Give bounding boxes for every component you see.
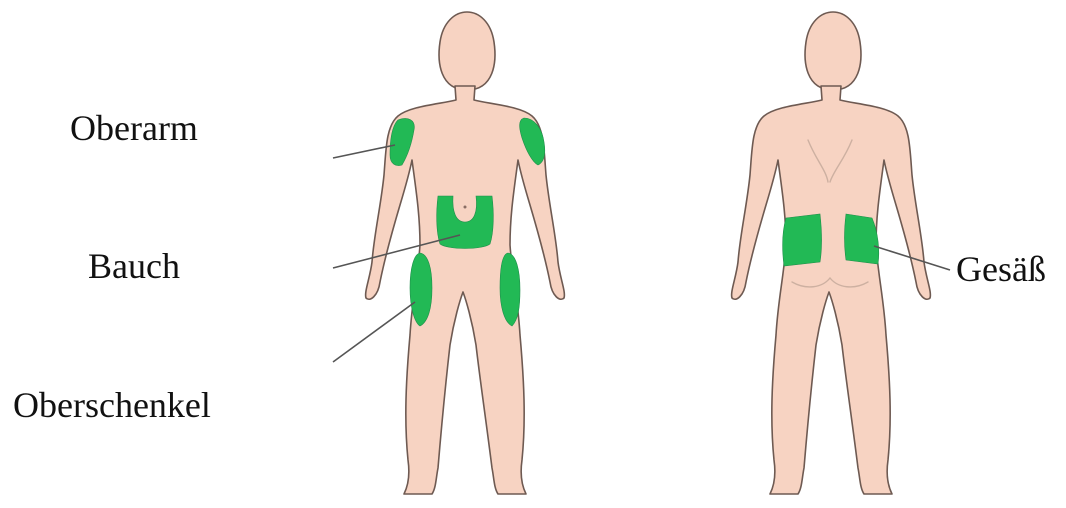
label-abdomen: Bauch [88,246,180,286]
back-figure [732,12,931,494]
front-body-silhouette [439,12,495,90]
label-thigh: Oberschenkel [13,385,211,425]
back-zone-left-buttock [783,214,822,266]
leader-thigh [333,302,415,362]
label-upper-arm: Oberarm [70,108,198,148]
back-torso-limbs [732,86,931,494]
back-head [805,12,861,90]
front-navel [464,206,467,209]
front-figure [366,12,565,494]
back-zone-right-buttock [845,214,879,264]
label-buttocks: Gesäß [956,249,1046,289]
front-zone-left-thigh [410,253,432,326]
